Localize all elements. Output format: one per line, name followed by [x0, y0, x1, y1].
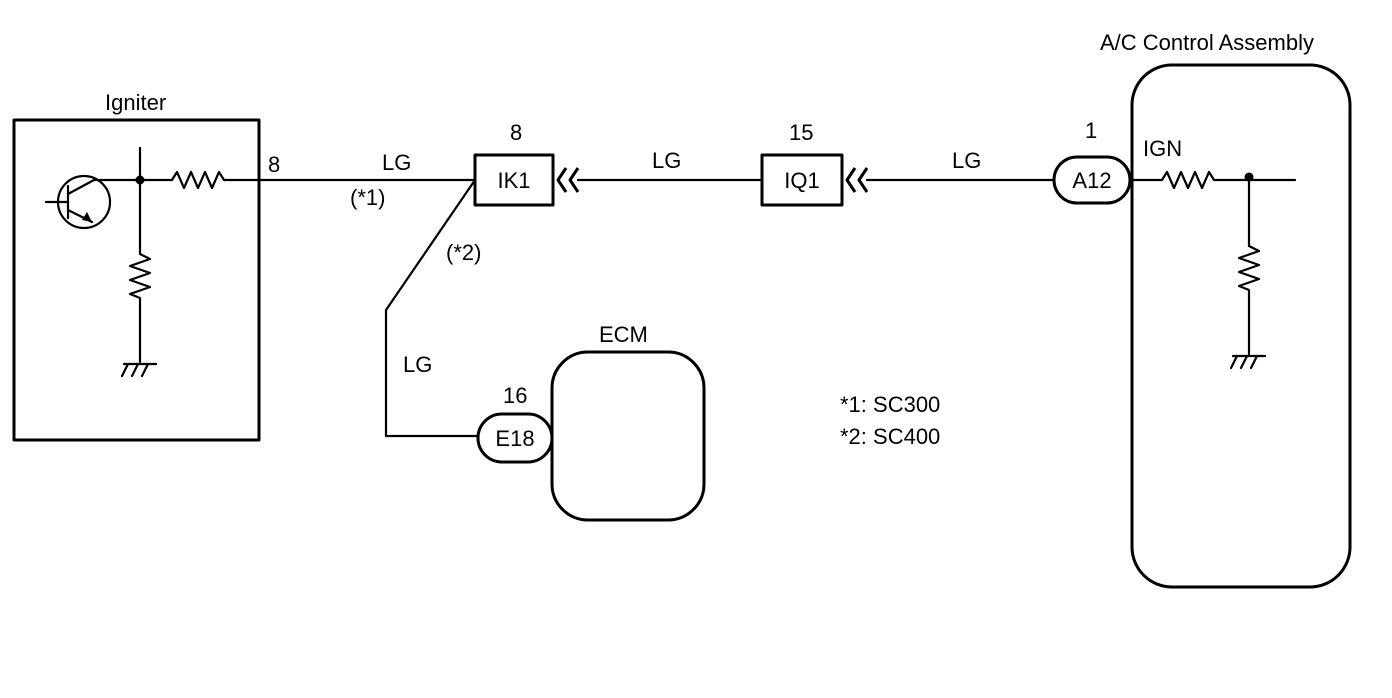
- wire-color-label: LG: [382, 150, 411, 175]
- note-line: *1: SC300: [840, 392, 940, 417]
- resistor-icon: [1128, 170, 1297, 190]
- connector-arrow-icon: [845, 167, 857, 193]
- connector-ik1: 8 IK1: [473, 120, 580, 207]
- note-line: *2: SC400: [840, 424, 940, 449]
- wire-color-label: LG: [952, 148, 981, 173]
- igniter-title: Igniter: [105, 90, 166, 115]
- connector-a12: 1 A12: [1052, 118, 1132, 205]
- wire-ik1-e18: [384, 178, 480, 438]
- connector-pin-number: 16: [503, 383, 527, 408]
- ac-control-box: [1130, 63, 1352, 589]
- resistor-icon: [138, 170, 261, 190]
- wire-color-label: LG: [652, 148, 681, 173]
- ac-control-title: A/C Control Assembly: [1100, 30, 1314, 55]
- connector-iq1: 15 IQ1: [760, 120, 869, 207]
- ac-control-terminal: IGN: [1143, 136, 1182, 161]
- connector-e18: 16 E18: [476, 383, 554, 464]
- variant-note-label: (*2): [446, 240, 481, 265]
- wire-color-label: LG: [403, 352, 432, 377]
- transistor-symbol: [44, 174, 142, 230]
- ecm-box: [550, 350, 706, 522]
- igniter-pin-number: 8: [268, 152, 280, 177]
- igniter-box: [12, 118, 261, 442]
- connector-code: E18: [495, 426, 534, 451]
- resistor-icon: [1237, 238, 1261, 356]
- ecm-title: ECM: [599, 322, 648, 347]
- variant-notes: *1: SC300 *2: SC400: [840, 392, 940, 449]
- connector-arrow-icon: [556, 167, 568, 193]
- connector-arrow-icon: [568, 167, 580, 193]
- resistor-icon: [128, 246, 152, 364]
- connector-code: A12: [1072, 168, 1111, 193]
- connector-arrow-icon: [857, 167, 869, 193]
- connector-code: IQ1: [784, 168, 819, 193]
- connector-box: [760, 153, 844, 207]
- igniter-component: Igniter 8: [12, 90, 280, 442]
- ground-icon: [1229, 354, 1267, 370]
- connector-pin-number: 8: [510, 120, 522, 145]
- ecm-component: ECM: [550, 322, 706, 522]
- connector-pin-number: 1: [1085, 118, 1097, 143]
- connector-code: IK1: [497, 168, 530, 193]
- ground-icon: [120, 362, 158, 378]
- ac-control-component: A/C Control Assembly IGN: [1100, 30, 1352, 589]
- connector-pin-number: 15: [789, 120, 813, 145]
- variant-note-label: (*1): [350, 185, 385, 210]
